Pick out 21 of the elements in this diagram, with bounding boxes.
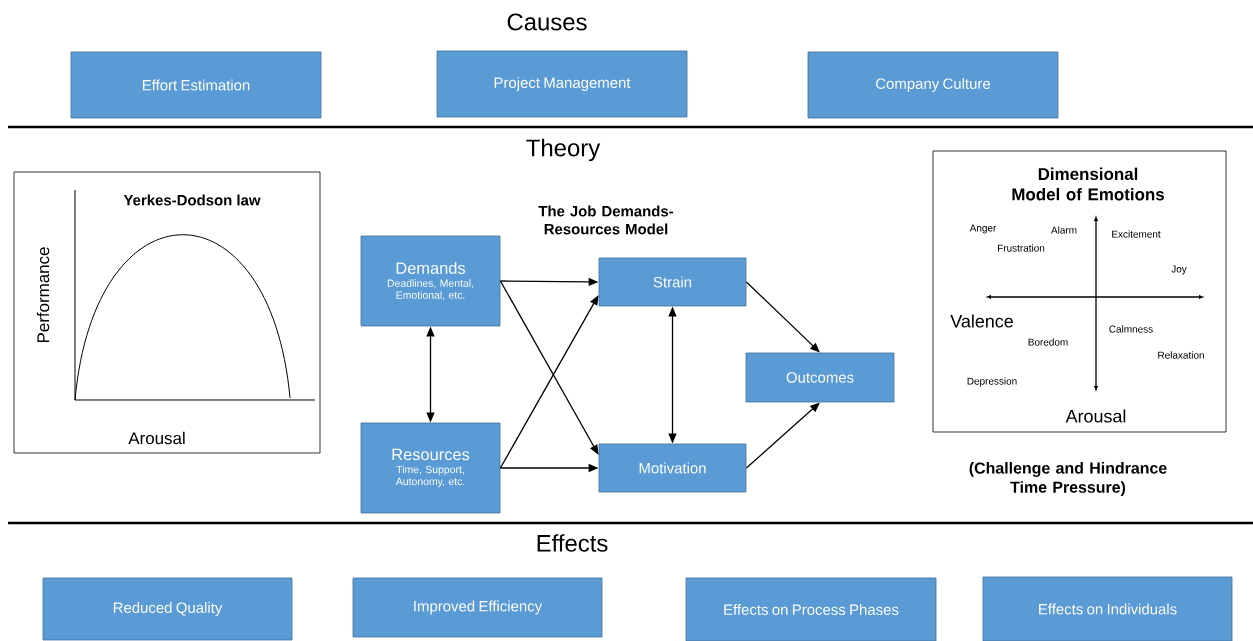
process-box: Improved Efficiency <box>352 577 603 638</box>
arrow <box>745 402 820 469</box>
process-box: Motivation <box>598 443 747 493</box>
process-box: Project Management <box>436 50 688 118</box>
process-box: Company Culture <box>807 51 1059 119</box>
process-box: Demands Deadlines, Mental, Emotional, etc. <box>360 235 501 327</box>
arrow <box>745 281 820 353</box>
process-box: Effects on Process Phases <box>685 577 937 641</box>
process-box: Strain <box>598 257 747 307</box>
title-text: (Challenge and Hindrance Time Pressure) <box>969 462 1167 496</box>
arrow <box>499 295 599 469</box>
title-text: The Job Demands-Resources Model <box>538 205 674 235</box>
chart-panel: Dimensional Model of Emotions Anger Alarm Excitement Frustration Joy Valence Calmness Boredom Relaxation Depression Arousal <box>932 150 1227 433</box>
process-box: Outcomes <box>745 352 895 403</box>
process-box: Effort Estimation <box>70 51 322 119</box>
heading: Effects <box>537 534 608 552</box>
process-box: Resources Time, Support, Autonomy, etc. <box>360 422 501 514</box>
process-box: Reduced Quality <box>42 577 293 641</box>
process-box: Effects on Individuals <box>982 576 1233 641</box>
chart-panel: Yerkes-Dodson law Performance Arousal <box>13 171 321 454</box>
arrow <box>499 280 599 455</box>
